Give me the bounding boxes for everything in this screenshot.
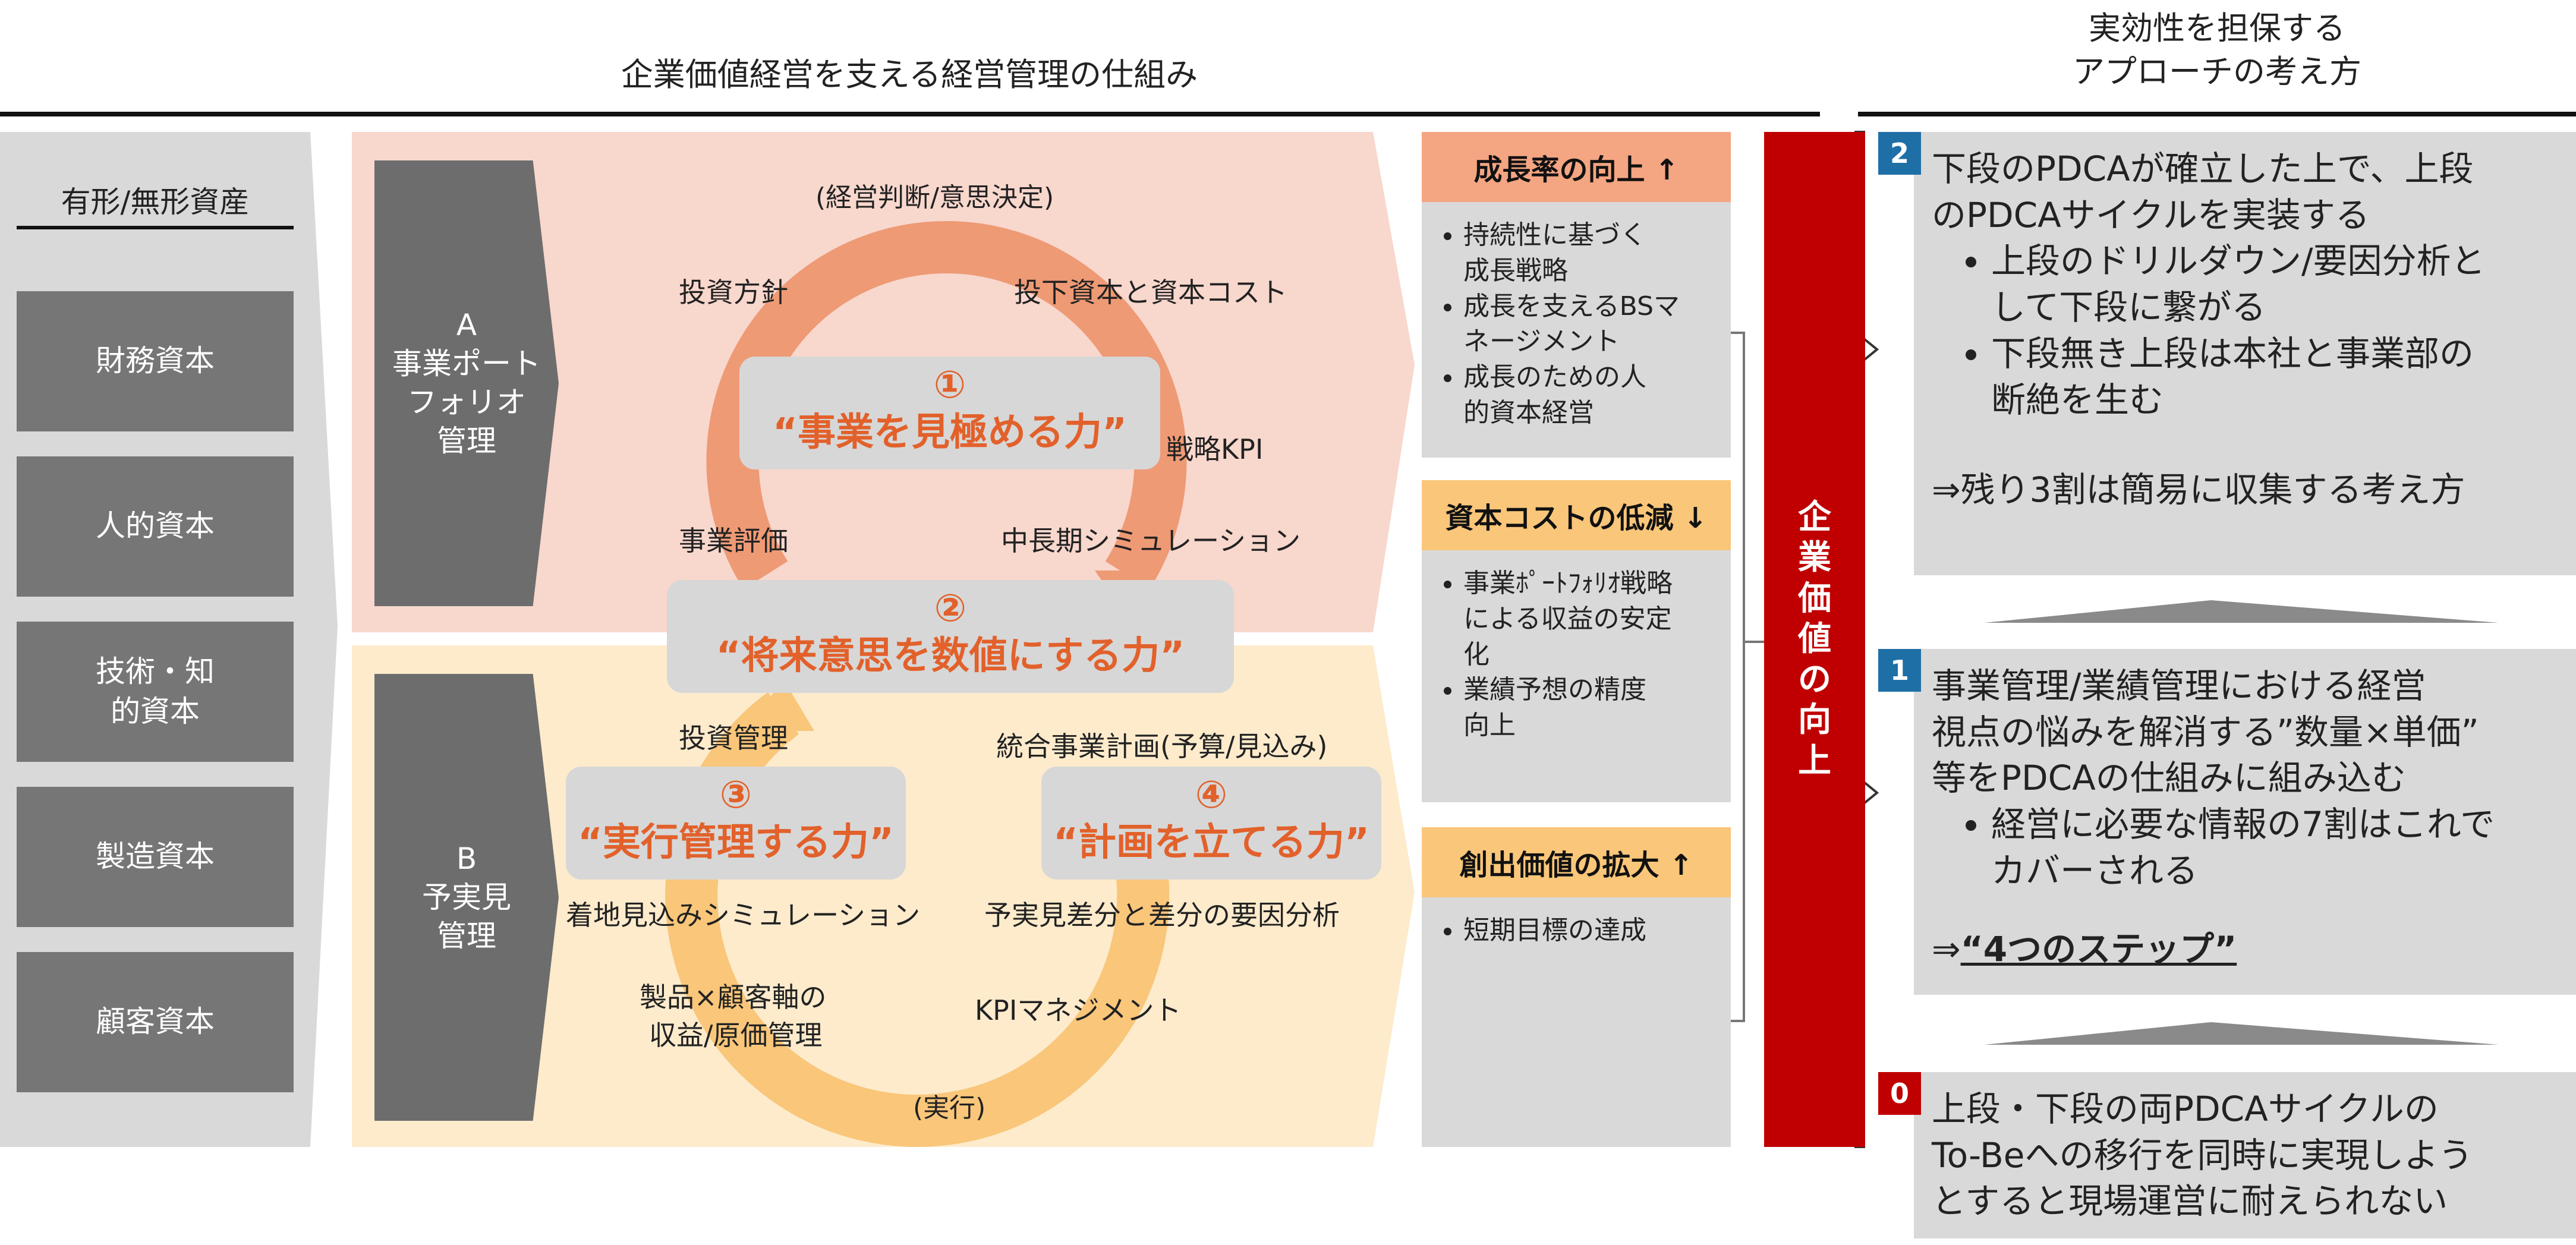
- capability-2-number: ②: [934, 587, 967, 631]
- label-investment-management: 投資管理: [679, 722, 788, 754]
- chevron-divider-lower: [1984, 1022, 2499, 1045]
- bottom-cycle-arrowhead: [750, 677, 814, 731]
- capability-3-text: “実行管理する力”: [577, 821, 895, 865]
- approach-1-bullet-1: 経営に必要な情報の7割はこれで カバーされる: [1991, 802, 2558, 894]
- right-header-title: 実効性を担保する アプローチの考え方: [1860, 7, 2574, 94]
- approach-0-line-2: To-Beへの移行を同時に実現しよう: [1932, 1134, 2473, 1175]
- approach-1-box: 事業管理/業績管理における経営 視点の悩みを解消する”数量×単価” 等をPDCA…: [1914, 649, 2576, 995]
- label-variance-analysis: 予実見差分と差分の要因分析: [984, 899, 1340, 931]
- approach-2-bullet-2-line-1: 下段無き上段は本社と事業部の: [1991, 333, 2474, 374]
- asset-technology: 技術・知的資本: [17, 622, 294, 762]
- approach-1-footer: ⇒“4つのステップ”: [1932, 926, 2558, 973]
- outcome-1-body: 持続性に基づく成長戦略 成長を支えるBSマネージメント 成長のための人的資本経営: [1422, 202, 1731, 458]
- approach-2-bullet-2-line-2: 断絶を生む: [1991, 379, 2164, 420]
- label-capital-cost: 投下資本と資本コスト: [1014, 276, 1287, 308]
- outcome-3-title: 創出価値の拡大 ↑: [1422, 827, 1731, 897]
- capability-1-text: “事業を見極める力”: [772, 411, 1128, 455]
- corporate-value-bar: 企業価値の向上: [1764, 132, 1865, 1147]
- outcome-2-bullet-2-text: 業績予想の精度向上: [1463, 674, 1646, 741]
- corporate-value-text: 企業価値の向上: [1798, 497, 1831, 780]
- approach-2-bullet-1: 上段のドリルダウン/要因分析と して下段に繋がる: [1991, 238, 2558, 330]
- capability-1-pill: ① “事業を見極める力”: [739, 357, 1160, 469]
- center-header-title: 企業価値経営を支える経営管理の仕組み: [621, 56, 1198, 93]
- approach-2-bullet-1-line-2: して下段に繋がる: [1991, 287, 2266, 328]
- approach-1-line-2: 視点の悩みを解消する”数量×単価”: [1932, 711, 2479, 752]
- label-strategic-kpi: 戦略KPI: [1166, 433, 1264, 465]
- outcome-1-bullet-1-text: 持続性に基づく成長戦略: [1463, 220, 1646, 286]
- approach-2-bullet-1-line-1: 上段のドリルダウン/要因分析と: [1991, 241, 2486, 282]
- approach-2-line-1: 下段のPDCAが確立した上で、上段: [1932, 149, 2474, 189]
- outcome-1-bullet-3-text: 成長のための人的資本経営: [1463, 362, 1646, 428]
- asset-financial: 財務資本: [17, 291, 294, 431]
- label-business-evaluation: 事業評価: [679, 525, 788, 557]
- outcome-2-title: 資本コストの低減 ↓: [1422, 480, 1731, 550]
- approach-2-bullet-2: 下段無き上段は本社と事業部の 断絶を生む: [1991, 331, 2558, 423]
- outcome-1-bullet-3: 成長のための人的資本経営: [1463, 360, 1659, 431]
- label-integrated-plan: 統合事業計画(予算/見込み): [996, 730, 1328, 762]
- approach-1-bullet-1-line-2: カバーされる: [1991, 850, 2199, 891]
- capability-3-pill: ③ “実行管理する力”: [566, 767, 906, 880]
- approach-0-badge: 0: [1878, 1072, 1921, 1115]
- outcome-connector: [1730, 332, 1764, 1022]
- right-header-line2: アプローチの考え方: [2073, 52, 2361, 90]
- outcome-1-bullet-2: 成長を支えるBSマネージメント: [1463, 289, 1689, 360]
- right-header-line1: 実効性を担保する: [2089, 10, 2345, 47]
- outcome-3-bullet-1-text: 短期目標の達成: [1463, 915, 1646, 945]
- label-landing-simulation: 着地見込みシミュレーション: [566, 899, 921, 931]
- label-management-decision: (経営判断/意思決定): [815, 182, 1054, 213]
- asset-customer: 顧客資本: [17, 952, 294, 1092]
- approach-2-line-2: のPDCAサイクルを実装する: [1932, 194, 2370, 235]
- chevron-divider-upper: [1984, 600, 2499, 623]
- capability-4-pill: ④ “計画を立てる力”: [1041, 767, 1381, 880]
- approach-2-box: 下段のPDCAが確立した上で、上段 のPDCAサイクルを実装する 上段のドリルダ…: [1914, 132, 2576, 575]
- outcome-2-body: 事業ﾎﾟｰﾄﾌｫﾘｵ戦略による収益の安定化 業績予想の精度向上: [1422, 550, 1731, 802]
- right-header-rule: [1858, 112, 2576, 116]
- outcome-2-bullet-1-text: 事業ﾎﾟｰﾄﾌｫﾘｵ戦略による収益の安定化: [1463, 568, 1673, 670]
- approach-2-footer: ⇒残り3割は簡易に収集する考え方: [1932, 469, 2465, 510]
- capability-2-pill: ② “将来意思を数値にする力”: [667, 580, 1234, 693]
- label-product-customer-line1: 製品×顧客軸の: [640, 981, 827, 1013]
- label-product-customer-line2: 収益/原価管理: [649, 1019, 823, 1051]
- outcome-2-bullet-2: 業績予想の精度向上: [1463, 672, 1671, 743]
- outcome-3-body: 短期目標の達成: [1422, 897, 1731, 1147]
- outcome-3-bullet-1: 短期目標の達成: [1463, 913, 1719, 948]
- section-b-label: B 予実見 管理: [374, 674, 559, 1121]
- label-investment-policy: 投資方針: [679, 276, 788, 308]
- capability-3-number: ③: [719, 773, 752, 817]
- outcome-2-bullet-1: 事業ﾎﾟｰﾄﾌｫﾘｵ戦略による収益の安定化: [1463, 566, 1689, 672]
- section-a-label: A 事業ポート フォリオ 管理: [374, 160, 559, 606]
- center-header-rule: [0, 112, 1820, 116]
- capability-4-number: ④: [1195, 773, 1228, 817]
- capability-1-number: ①: [933, 363, 966, 407]
- approach-1-line-1: 事業管理/業績管理における経営: [1932, 666, 2426, 706]
- capability-2-text: “将来意思を数値にする力”: [716, 634, 1185, 678]
- approach-1-line-3: 等をPDCAの仕組みに組み込む: [1932, 758, 2406, 799]
- asset-human: 人的資本: [17, 456, 294, 597]
- approach-2-badge: 2: [1878, 132, 1921, 175]
- outcome-1-title: 成長率の向上 ↑: [1422, 132, 1731, 202]
- label-kpi-management: KPIマネジメント: [975, 994, 1182, 1026]
- approach-1-bullet-1-line-1: 経営に必要な情報の7割はこれで: [1991, 804, 2495, 845]
- approach-0-box: 上段・下段の両PDCAサイクルの To-Beへの移行を同時に実現しよう とすると…: [1914, 1072, 2576, 1238]
- label-execution: (実行): [913, 1093, 986, 1123]
- capability-4-text: “計画を立てる力”: [1053, 821, 1370, 865]
- approach-1-footer-prefix: ⇒: [1932, 928, 1961, 969]
- approach-1-footer-emphasis: “4つのステップ”: [1960, 928, 2237, 969]
- label-mid-long-simulation: 中長期シミュレーション: [1001, 525, 1301, 557]
- outcome-1-bullet-2-text: 成長を支えるBSマネージメント: [1463, 291, 1680, 357]
- asset-manufacturing: 製造資本: [17, 787, 294, 927]
- assets-title-underline: [17, 226, 294, 229]
- assets-title: 有形/無形資産: [61, 185, 250, 219]
- approach-0-line-3: とすると現場運営に耐えられない: [1932, 1181, 2448, 1222]
- asset-technology-label: 技術・知的資本: [96, 654, 215, 729]
- approach-1-badge: 1: [1878, 649, 1921, 692]
- approach-0-line-1: 上段・下段の両PDCAサイクルの: [1932, 1089, 2439, 1129]
- outcome-1-bullet-1: 持続性に基づく成長戦略: [1463, 218, 1648, 289]
